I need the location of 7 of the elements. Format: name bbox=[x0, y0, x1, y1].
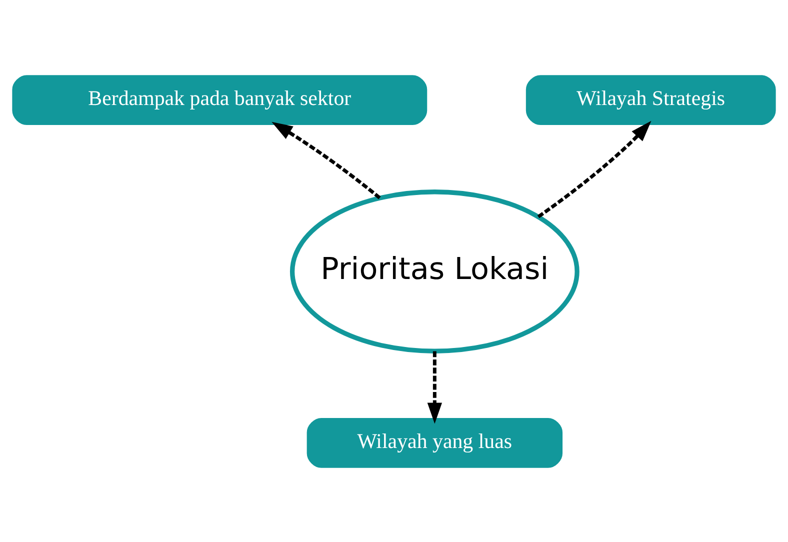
arrow bbox=[427, 350, 442, 424]
node-box: Wilayah yang luas bbox=[306, 417, 563, 468]
node-box: Wilayah Strategis bbox=[526, 74, 776, 125]
arrow bbox=[537, 120, 652, 218]
node-box: Berdampak pada banyak sektor bbox=[12, 74, 428, 125]
arrow bbox=[272, 121, 381, 199]
node-ellipse: Prioritas Lokasi bbox=[290, 189, 580, 353]
